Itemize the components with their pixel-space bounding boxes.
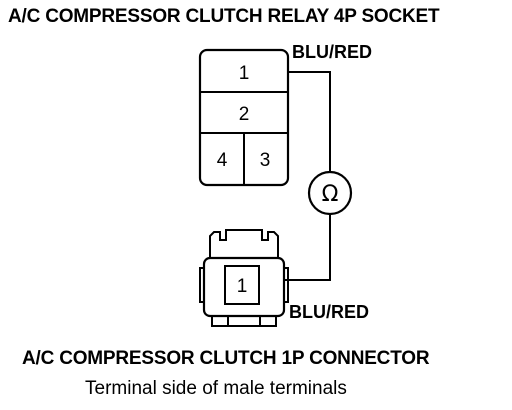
- connector-subtitle: Terminal side of male terminals: [85, 378, 347, 399]
- connector-wire-color-label: BLU/RED: [289, 302, 369, 322]
- ohmmeter-icon: Ω: [307, 170, 353, 216]
- socket-wire-color-label: BLU/RED: [292, 42, 372, 62]
- connector-1p: [199, 229, 289, 327]
- connector-title: A/C COMPRESSOR CLUTCH 1P CONNECTOR: [22, 348, 430, 369]
- wire-socket-to-meter: [288, 71, 331, 172]
- socket-terminal-2: 2: [239, 104, 250, 125]
- relay-socket: 1 2 4 3: [198, 48, 290, 187]
- connector-terminal-1: 1: [237, 276, 248, 297]
- wire-meter-to-connector: [283, 214, 331, 281]
- socket-terminal-3: 3: [260, 150, 271, 171]
- ohm-symbol: Ω: [322, 182, 339, 207]
- relay-socket-title: A/C COMPRESSOR CLUTCH RELAY 4P SOCKET: [8, 6, 440, 27]
- socket-terminal-1: 1: [239, 63, 250, 84]
- socket-terminal-4: 4: [217, 150, 228, 171]
